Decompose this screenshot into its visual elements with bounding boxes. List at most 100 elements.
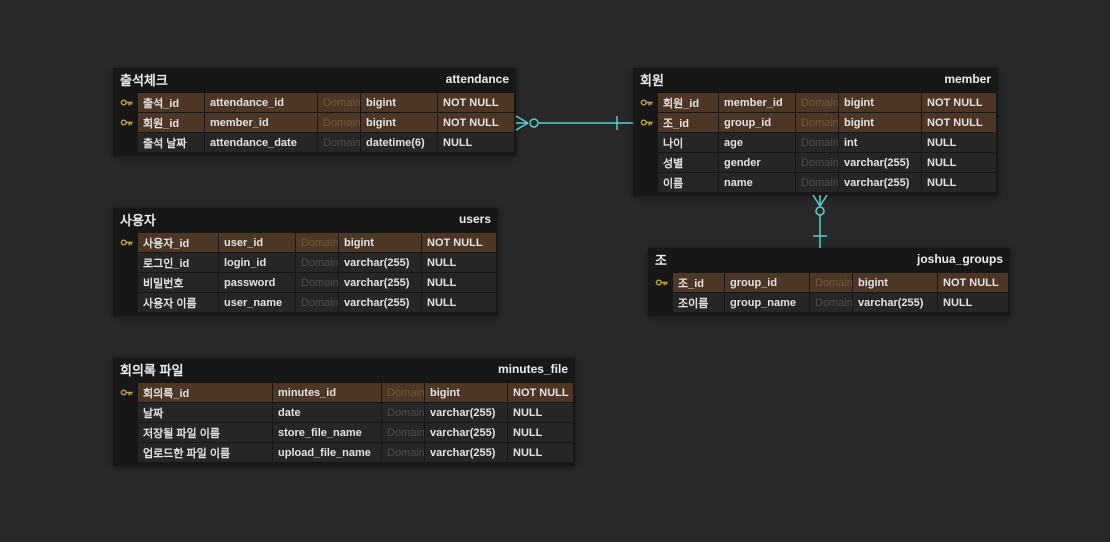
column-domain-placeholder[interactable]: Domain (296, 253, 338, 272)
column-null-option[interactable]: NULL (508, 423, 573, 442)
column-null-option[interactable]: NOT NULL (938, 273, 1008, 292)
column-null-option[interactable]: NOT NULL (922, 113, 996, 132)
column-logical-name[interactable]: 로그인_id (138, 253, 218, 272)
column-logical-name[interactable]: 회의록_id (138, 383, 272, 402)
column-null-option[interactable]: NULL (438, 133, 514, 152)
column-domain-placeholder[interactable]: Domain (796, 113, 838, 132)
column-row[interactable]: 성별 gender Domain varchar(255) NULL (635, 153, 996, 172)
column-logical-name[interactable]: 이름 (658, 173, 718, 192)
column-data-type[interactable]: varchar(255) (853, 293, 937, 312)
column-domain-placeholder[interactable]: Domain (318, 133, 360, 152)
column-domain-placeholder[interactable]: Domain (796, 173, 838, 192)
relationship-member-groups[interactable] (812, 194, 828, 248)
column-null-option[interactable]: NULL (422, 293, 496, 312)
column-physical-name[interactable]: user_name (219, 293, 295, 312)
column-logical-name[interactable]: 회원_id (138, 113, 204, 132)
column-row[interactable]: 출석_id attendance_id Domain bigint NOT NU… (115, 93, 514, 112)
column-domain-placeholder[interactable]: Domain (810, 273, 852, 292)
column-data-type[interactable]: bigint (839, 93, 921, 112)
column-domain-placeholder[interactable]: Domain (810, 293, 852, 312)
column-physical-name[interactable]: age (719, 133, 795, 152)
column-null-option[interactable]: NOT NULL (438, 113, 514, 132)
column-logical-name[interactable]: 비밀번호 (138, 273, 218, 292)
column-row[interactable]: 날짜 date Domain varchar(255) NULL (115, 403, 573, 422)
column-null-option[interactable]: NULL (508, 443, 573, 462)
column-logical-name[interactable]: 회원_id (658, 93, 718, 112)
column-row[interactable]: 업로드한 파일 이름 upload_file_name Domain varch… (115, 443, 573, 462)
table-physical-name[interactable]: users (458, 212, 491, 226)
column-physical-name[interactable]: store_file_name (273, 423, 381, 442)
column-logical-name[interactable]: 출석_id (138, 93, 204, 112)
column-physical-name[interactable]: member_id (205, 113, 317, 132)
column-row[interactable]: 사용자_id user_id Domain bigint NOT NULL (115, 233, 496, 252)
column-physical-name[interactable]: minutes_id (273, 383, 381, 402)
column-physical-name[interactable]: upload_file_name (273, 443, 381, 462)
column-domain-placeholder[interactable]: Domain (318, 113, 360, 132)
table-physical-name[interactable]: joshua_groups (916, 252, 1003, 266)
column-data-type[interactable]: varchar(255) (339, 273, 421, 292)
column-physical-name[interactable]: gender (719, 153, 795, 172)
column-row[interactable]: 사용자 이름 user_name Domain varchar(255) NUL… (115, 293, 496, 312)
column-null-option[interactable]: NOT NULL (438, 93, 514, 112)
column-logical-name[interactable]: 조_id (673, 273, 724, 292)
column-domain-placeholder[interactable]: Domain (296, 273, 338, 292)
column-row[interactable]: 회의록_id minutes_id Domain bigint NOT NULL (115, 383, 573, 402)
column-physical-name[interactable]: user_id (219, 233, 295, 252)
column-row[interactable]: 조_id group_id Domain bigint NOT NULL (650, 273, 1008, 292)
table-physical-name[interactable]: minutes_file (497, 362, 568, 376)
relationship-attendance-member[interactable] (515, 115, 633, 131)
column-row[interactable]: 조이름 group_name Domain varchar(255) NULL (650, 293, 1008, 312)
column-domain-placeholder[interactable]: Domain (296, 293, 338, 312)
column-data-type[interactable]: bigint (361, 93, 437, 112)
column-physical-name[interactable]: attendance_date (205, 133, 317, 152)
column-null-option[interactable]: NULL (922, 153, 996, 172)
column-data-type[interactable]: varchar(255) (339, 253, 421, 272)
column-row[interactable]: 출석 날짜 attendance_date Domain datetime(6)… (115, 133, 514, 152)
column-null-option[interactable]: NULL (938, 293, 1008, 312)
table-physical-name[interactable]: member (944, 72, 991, 86)
column-physical-name[interactable]: attendance_id (205, 93, 317, 112)
column-data-type[interactable]: varchar(255) (425, 443, 507, 462)
table-attendance[interactable]: 출석체크 attendance 출석_id attendance_id Doma… (113, 68, 516, 156)
column-logical-name[interactable]: 나이 (658, 133, 718, 152)
column-row[interactable]: 회원_id member_id Domain bigint NOT NULL (635, 93, 996, 112)
column-data-type[interactable]: bigint (361, 113, 437, 132)
table-joshua-groups[interactable]: 조 joshua_groups 조_id group_id Domain big… (648, 248, 1010, 316)
column-physical-name[interactable]: group_id (719, 113, 795, 132)
column-row[interactable]: 나이 age Domain int NULL (635, 133, 996, 152)
column-domain-placeholder[interactable]: Domain (796, 153, 838, 172)
column-logical-name[interactable]: 사용자_id (138, 233, 218, 252)
table-logical-name[interactable]: 조 (655, 252, 667, 268)
column-data-type[interactable]: int (839, 133, 921, 152)
column-data-type[interactable]: varchar(255) (839, 153, 921, 172)
column-physical-name[interactable]: group_id (725, 273, 809, 292)
column-logical-name[interactable]: 성별 (658, 153, 718, 172)
table-logical-name[interactable]: 회원 (640, 72, 664, 88)
column-physical-name[interactable]: name (719, 173, 795, 192)
column-data-type[interactable]: varchar(255) (425, 403, 507, 422)
column-data-type[interactable]: datetime(6) (361, 133, 437, 152)
column-domain-placeholder[interactable]: Domain (296, 233, 338, 252)
column-domain-placeholder[interactable]: Domain (382, 423, 424, 442)
column-physical-name[interactable]: date (273, 403, 381, 422)
column-data-type[interactable]: varchar(255) (339, 293, 421, 312)
column-data-type[interactable]: bigint (339, 233, 421, 252)
column-null-option[interactable]: NOT NULL (922, 93, 996, 112)
column-null-option[interactable]: NOT NULL (508, 383, 573, 402)
column-data-type[interactable]: bigint (839, 113, 921, 132)
column-null-option[interactable]: NULL (922, 133, 996, 152)
column-physical-name[interactable]: group_name (725, 293, 809, 312)
column-data-type[interactable]: bigint (853, 273, 937, 292)
column-row[interactable]: 비밀번호 password Domain varchar(255) NULL (115, 273, 496, 292)
table-physical-name[interactable]: attendance (445, 72, 509, 86)
column-null-option[interactable]: NULL (422, 273, 496, 292)
table-member[interactable]: 회원 member 회원_id member_id Domain bigint … (633, 68, 998, 196)
column-null-option[interactable]: NOT NULL (422, 233, 496, 252)
table-users[interactable]: 사용자 users 사용자_id user_id Domain bigint N… (113, 208, 498, 316)
column-physical-name[interactable]: password (219, 273, 295, 292)
column-logical-name[interactable]: 사용자 이름 (138, 293, 218, 312)
column-logical-name[interactable]: 업로드한 파일 이름 (138, 443, 272, 462)
column-logical-name[interactable]: 저장될 파일 이름 (138, 423, 272, 442)
column-logical-name[interactable]: 날짜 (138, 403, 272, 422)
